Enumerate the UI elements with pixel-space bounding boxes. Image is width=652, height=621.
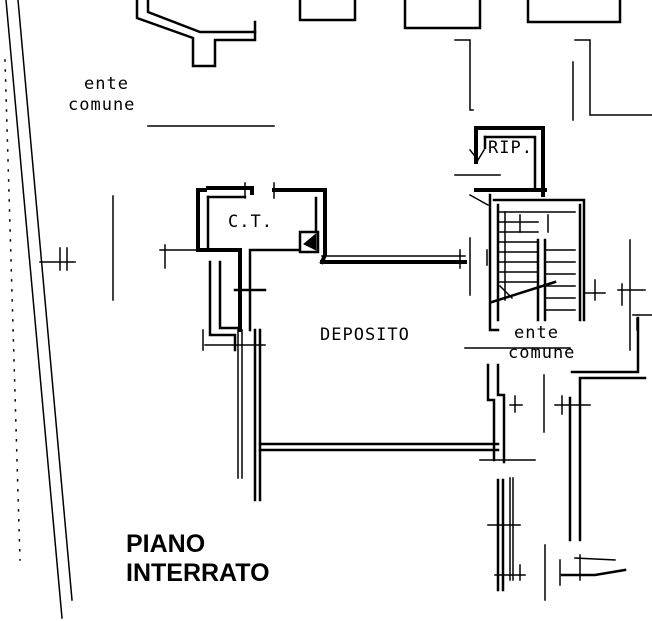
room-label-ente-comune-right: ente comune	[508, 323, 575, 362]
bottom-right-walls	[487, 477, 627, 601]
deposito-walls	[202, 249, 536, 502]
top-walls	[135, 0, 652, 121]
room-label-ct: C.T.	[228, 212, 273, 232]
left-boundary-lines	[5, 0, 73, 619]
room-label-ente-comune-top: ente comune	[68, 74, 135, 114]
floor-title: PIANO INTERRATO	[126, 530, 270, 588]
ct-room-walls	[196, 182, 327, 332]
comune-line: comune	[508, 343, 576, 363]
room-label-rip: RIP.	[488, 138, 533, 158]
dotted-edge-marks	[4, 59, 21, 561]
floor-title-line-1: PIANO	[126, 530, 206, 558]
room-label-deposito: DEPOSITO	[320, 325, 410, 345]
ente-line: ente	[84, 74, 129, 94]
staircase	[469, 193, 586, 332]
rip-storage-walls	[454, 126, 547, 207]
floor-title-line-2: INTERRATO	[126, 559, 270, 587]
comune-line: comune	[68, 95, 136, 115]
right-walls	[464, 239, 652, 542]
ente-line: ente	[514, 323, 559, 343]
dimension-ticks-left	[39, 125, 275, 301]
